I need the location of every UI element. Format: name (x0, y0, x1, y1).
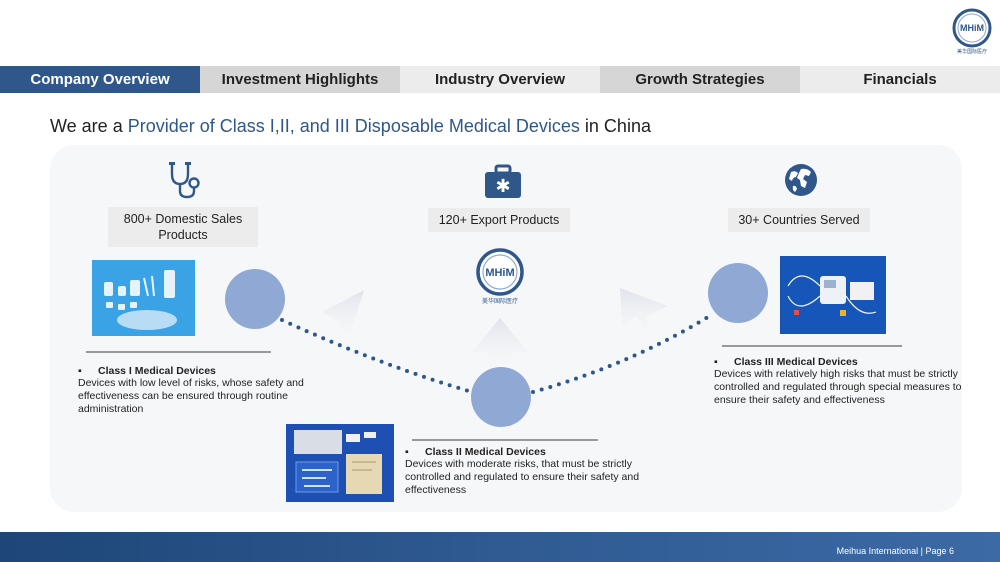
dotted-arc-left (280, 318, 474, 394)
class1-product-photo (92, 260, 195, 336)
arrow-up-icon (620, 288, 668, 344)
headline-prefix: We are a (50, 116, 128, 136)
tab-growth-strategies[interactable]: Growth Strategies (600, 66, 800, 93)
class2-divider (412, 439, 598, 441)
class2-title: Class II Medical Devices (425, 446, 546, 458)
class3-body: Devices with relatively high risks that … (714, 368, 962, 406)
class3-description: ▪ Class III Medical Devices Devices with … (714, 356, 964, 407)
class2-description: ▪ Class II Medical Devices Devices with m… (405, 446, 663, 497)
class3-circle (708, 263, 768, 323)
class2-title-row: ▪ Class II Medical Devices (405, 446, 663, 458)
tab-investment-highlights[interactable]: Investment Highlights (200, 66, 400, 93)
globe-icon (785, 164, 817, 196)
dotted-arc-right (531, 312, 715, 394)
tab-financials[interactable]: Financials (800, 66, 1000, 93)
headline-suffix: in China (579, 116, 651, 136)
class1-bullet: ▪ (78, 365, 82, 377)
class2-bullet: ▪ (405, 446, 409, 458)
stat-export-products: 120+ Export Products (428, 208, 570, 232)
arrow-up-icon (472, 318, 528, 372)
class1-title-row: ▪ Class I Medical Devices (78, 365, 328, 377)
class3-title: Class III Medical Devices (734, 356, 858, 368)
page-headline: We are a Provider of Class I,II, and III… (50, 116, 651, 137)
class1-divider (86, 351, 271, 353)
class1-body: Devices with low level of risks, whose s… (78, 377, 304, 415)
stat-countries-served: 30+ Countries Served (728, 208, 870, 232)
class2-product-photo (286, 424, 394, 502)
class3-product-photo (780, 256, 886, 334)
footer-bar (0, 532, 1000, 562)
class3-divider (722, 345, 902, 347)
class2-body: Devices with moderate risks, that must b… (405, 458, 640, 496)
stat-domestic-sales: 800+ Domestic Sales Products (108, 207, 258, 247)
class1-description: ▪ Class I Medical Devices Devices with lo… (78, 365, 328, 416)
stat-domestic-line1: 800+ Domestic Sales (123, 212, 243, 226)
svg-text:✱: ✱ (495, 176, 510, 197)
medical-kit-icon: ✱ (485, 164, 521, 198)
class1-circle (225, 269, 285, 329)
tab-industry-overview[interactable]: Industry Overview (400, 66, 600, 93)
section-nav: Company Overview Investment Highlights I… (0, 66, 1000, 93)
stethoscope-icon (169, 162, 200, 199)
center-logo-mark: MHiM (485, 267, 514, 279)
company-logo: MHiM 美华国际医疗 (952, 8, 992, 55)
headline-accent: Provider of Class I,II, and III Disposab… (127, 116, 580, 136)
class2-circle (471, 367, 531, 427)
stat-domestic-line2: Products (158, 228, 208, 242)
logo-mark: MHiM (960, 23, 984, 33)
class3-bullet: ▪ (714, 356, 718, 368)
arrow-up-icon (322, 290, 364, 346)
center-logo-subtext: 美华国际医疗 (482, 297, 518, 305)
logo-subtext: 美华国际医疗 (957, 48, 987, 55)
class1-title: Class I Medical Devices (98, 365, 216, 377)
footer-page-label: Meihua International | Page 6 (836, 546, 954, 556)
class3-title-row: ▪ Class III Medical Devices (714, 356, 964, 368)
tab-company-overview[interactable]: Company Overview (0, 66, 200, 93)
center-logo: MHiM 美华国际医疗 (476, 248, 524, 305)
